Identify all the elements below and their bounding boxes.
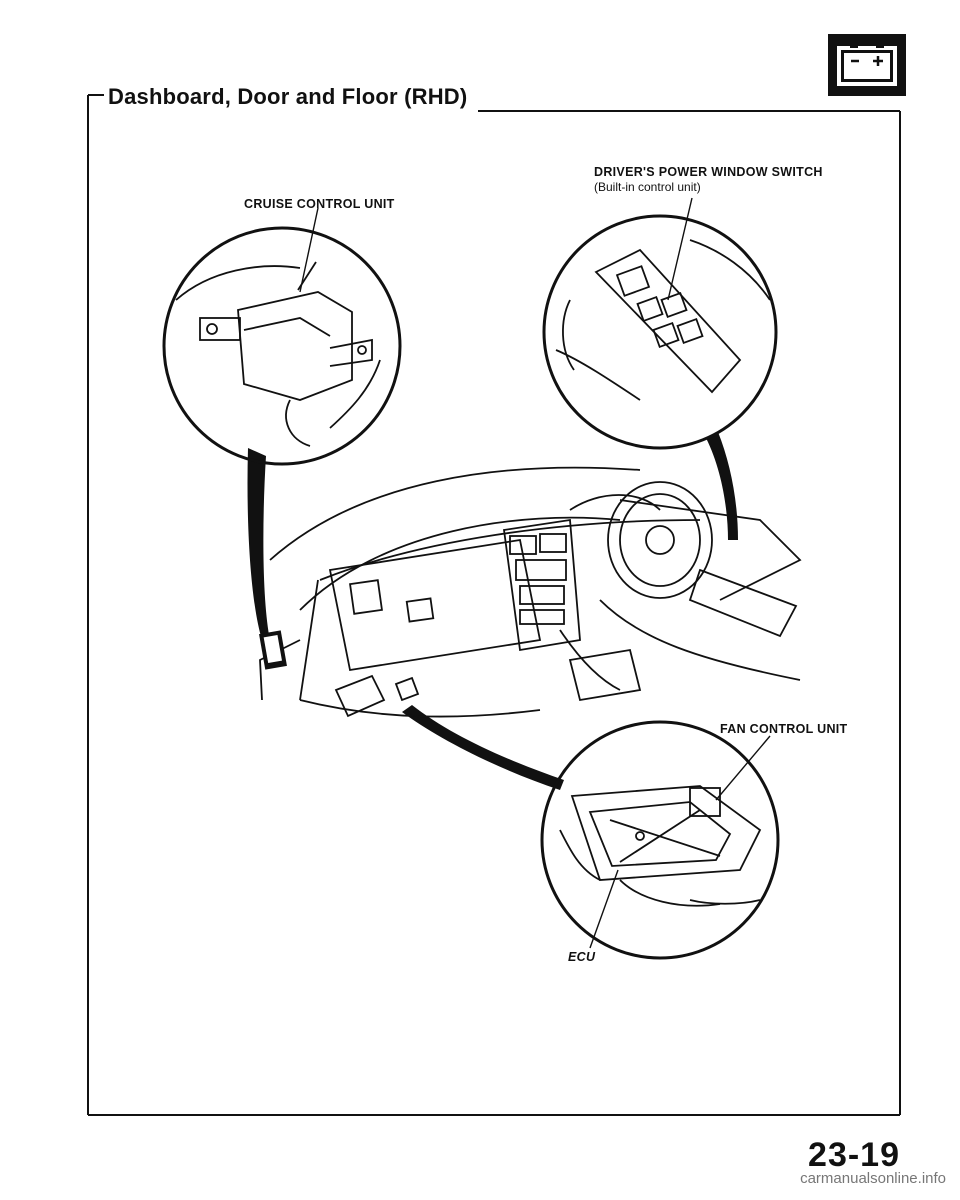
battery-icon — [828, 34, 906, 96]
watermark: carmanualsonline.info — [800, 1170, 946, 1187]
page-number: 23-19 — [808, 1136, 900, 1174]
built-in-control-unit-label: (Built-in control unit) — [594, 180, 701, 194]
cruise-control-unit-label: CRUISE CONTROL UNIT — [244, 197, 395, 211]
ecu-label: ECU — [568, 950, 596, 964]
page-title: Dashboard, Door and Floor (RHD) — [108, 84, 468, 109]
drivers-power-window-switch-label: DRIVER'S POWER WINDOW SWITCH — [594, 165, 823, 179]
fan-control-unit-label: FAN CONTROL UNIT — [720, 722, 848, 736]
